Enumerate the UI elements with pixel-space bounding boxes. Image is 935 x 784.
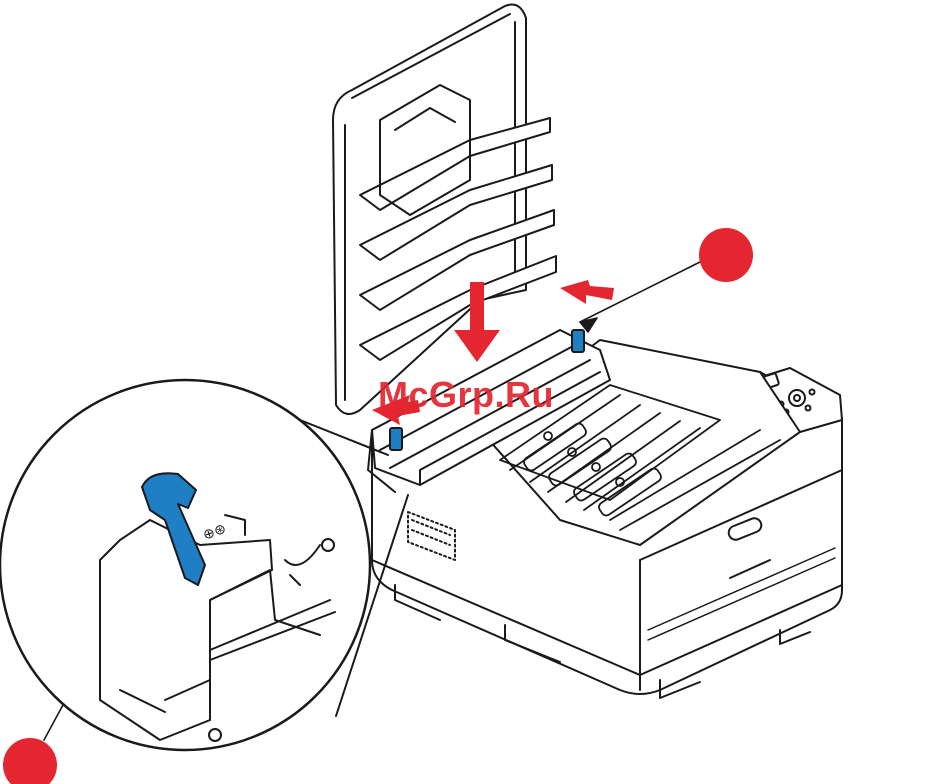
zoom-callout-circle: ⊕⊛ [0, 380, 408, 750]
fuser-lever-left [390, 428, 402, 450]
lift-arrow-right [560, 280, 614, 304]
watermark-text: McGrp.Ru [378, 374, 554, 416]
callout-marker-top [699, 228, 753, 282]
callout-marker-bottom [3, 738, 57, 784]
fuser-lever-right [572, 330, 584, 352]
